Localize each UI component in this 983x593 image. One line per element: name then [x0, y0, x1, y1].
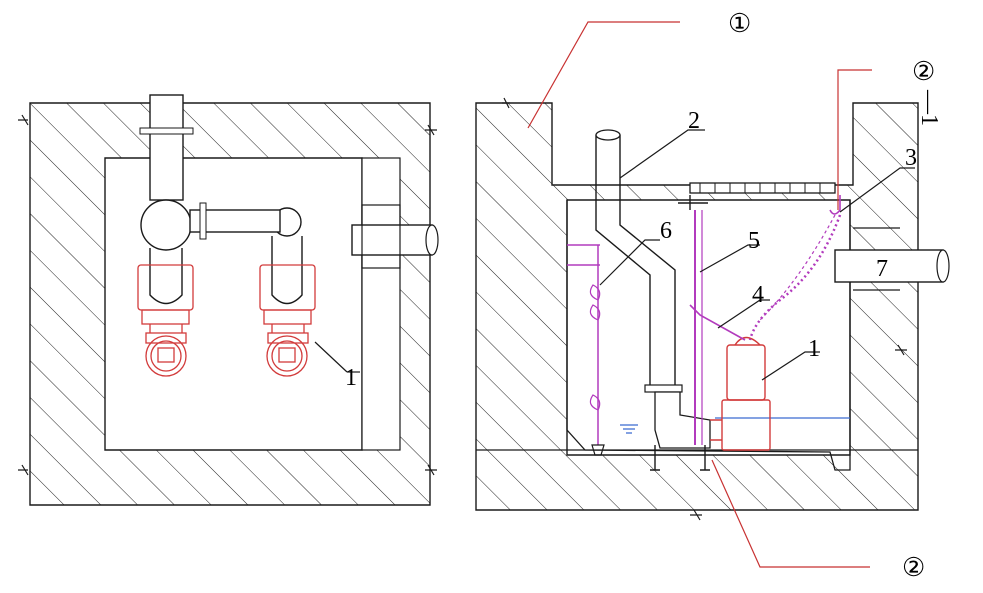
right-discharge-flange: [644, 384, 683, 393]
left-elbow-1: [140, 199, 192, 251]
right-pump: [710, 336, 771, 451]
right-lifting-chain: [748, 214, 842, 341]
left-pump-1: [137, 264, 194, 377]
leader-5: [699, 244, 760, 273]
left-concrete-wall: [29, 102, 431, 506]
right-pit-lining: [566, 200, 851, 471]
leader-2: [619, 129, 705, 179]
left-leader-1: [314, 341, 348, 373]
right-inlet-end: [936, 249, 950, 283]
callout-circle-2-1-suffix: —1: [916, 89, 942, 126]
label-7-inlet-pipe: 7: [876, 256, 888, 282]
right-rail-bracket: [678, 195, 708, 210]
right-cover-plate: [689, 182, 836, 194]
label-4-cable: 4: [752, 282, 764, 308]
right-coupling: [654, 391, 711, 449]
leader-circle-2: [711, 459, 870, 568]
label-6-float-rope: 6: [660, 218, 672, 244]
right-anchor-bolts: [650, 445, 710, 471]
right-float-bracket: [567, 244, 600, 266]
left-label-1: 1: [345, 365, 357, 391]
leader-circle-2-1: [837, 69, 872, 210]
right-break-marks: [502, 97, 907, 521]
left-ubend-2: [271, 236, 303, 305]
left-pump-2: [259, 264, 316, 377]
label-5-guide-rail: 5: [748, 228, 760, 254]
left-inlet-sleeve: [361, 204, 401, 269]
right-inlet-pipe: [834, 249, 944, 283]
left-header-pipe: [189, 209, 281, 233]
left-plan-view: 1: [18, 94, 439, 506]
left-ubend-1: [149, 248, 183, 305]
left-wall-opening: [361, 157, 401, 451]
callout-circle-2: ②: [902, 553, 925, 583]
right-hook: [829, 195, 841, 215]
leader-1: [761, 351, 820, 381]
right-chain-2: [759, 214, 836, 321]
label-3-hook: 3: [905, 145, 917, 171]
leader-3: [839, 167, 915, 213]
callout-circle-1: ①: [728, 9, 751, 39]
label-2-discharge-pipe: 2: [688, 108, 700, 134]
left-inlet-end: [425, 224, 439, 256]
left-break-marks: [18, 114, 437, 476]
right-cable: [689, 304, 746, 341]
right-inlet-sleeve: [853, 227, 900, 291]
right-discharge-top: [595, 129, 621, 141]
left-inlet-pipe: [351, 224, 433, 256]
left-riser-collar: [139, 127, 194, 135]
right-float-weight: [591, 444, 605, 456]
left-header-flange: [199, 202, 207, 240]
leader-4: [717, 299, 770, 329]
left-riser-pipe: [149, 94, 184, 201]
right-section-view: ① ② —1 ② 2 3 6 5 4 1 7: [475, 9, 950, 583]
right-discharge-pipe: [595, 135, 676, 385]
right-water-mark: [620, 424, 638, 434]
leader-6: [599, 239, 660, 286]
right-cover-ribs: [699, 183, 821, 193]
leader-circle-1: [527, 21, 680, 129]
callout-circle-2-1: ②: [912, 57, 935, 87]
right-float-switches: [589, 284, 601, 411]
label-1-pump: 1: [808, 336, 820, 362]
